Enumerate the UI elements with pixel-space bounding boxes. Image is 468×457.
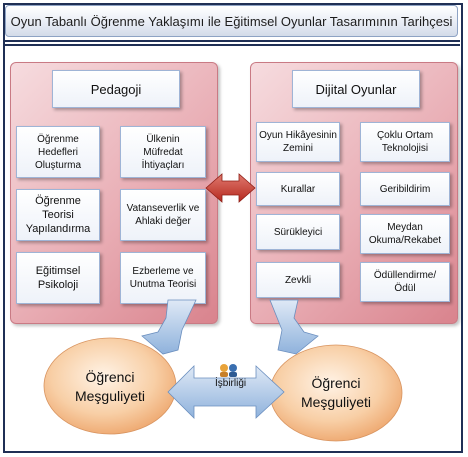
diagram-title: Oyun Tabanlı Öğrenme Yaklaşımı ile Eğiti… bbox=[5, 5, 458, 37]
digital-games-item: Çoklu Ortam Teknolojisi bbox=[360, 122, 450, 162]
pedagogy-item: Ezberleme ve Unutma Teorisi bbox=[120, 252, 206, 304]
pedagogy-item: Ülkenin Müfredat İhtiyaçları bbox=[120, 126, 206, 178]
digital-games-item: Meydan Okuma/Rekabet bbox=[360, 214, 450, 254]
pedagogy-item: Öğrenme Hedefleri Oluşturma bbox=[16, 126, 100, 178]
digital-games-header: Dijital Oyunlar bbox=[292, 70, 420, 108]
digital-games-item: Oyun Hikâyesinin Zemini bbox=[256, 122, 340, 162]
divider-top bbox=[5, 40, 460, 42]
pedagogy-item: Eğitimsel Psikoloji bbox=[16, 252, 100, 304]
digital-games-item: Kurallar bbox=[256, 172, 340, 206]
engagement-label-left: Öğrenci Meşguliyeti bbox=[74, 369, 146, 404]
engagement-label-right: Öğrenci Meşguliyeti bbox=[300, 375, 372, 410]
pedagogy-item: Öğrenme Teorisi Yapılandırma bbox=[16, 189, 100, 241]
arrow-games-to-engagement bbox=[269, 299, 319, 355]
bidirectional-red-arrow bbox=[205, 173, 256, 203]
digital-games-item: Zevkli bbox=[256, 262, 340, 298]
collaboration-double-arrow bbox=[167, 365, 285, 419]
digital-games-item: Geribildirim bbox=[360, 172, 450, 206]
arrow-pedagogy-to-engagement bbox=[141, 299, 197, 355]
divider-top-2 bbox=[5, 44, 460, 46]
digital-games-item: Sürükleyici bbox=[256, 214, 340, 250]
digital-games-item: Ödüllendirme/ Ödül bbox=[360, 262, 450, 302]
pedagogy-item: Vatanseverlik ve Ahlaki değer bbox=[120, 189, 206, 241]
collaboration-label: İşbirliği bbox=[215, 378, 247, 389]
pedagogy-header: Pedagoji bbox=[52, 70, 180, 108]
people-icon bbox=[220, 364, 237, 377]
